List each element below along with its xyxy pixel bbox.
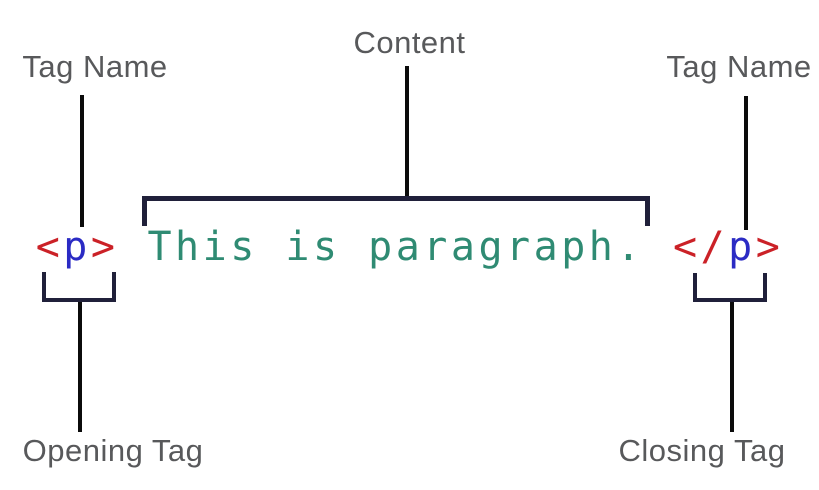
opening-tag-connector-line <box>78 302 82 432</box>
closing-tag-right-angle: > <box>755 224 784 270</box>
opening-tag-name: p <box>63 224 91 270</box>
opening-tag-label: Opening Tag <box>22 433 204 468</box>
closing-tag-name: p <box>728 224 756 270</box>
opening-tag-brace <box>42 272 116 302</box>
closing-tag-label: Closing Tag <box>618 433 786 468</box>
closing-tag-code: </p> <box>673 224 783 270</box>
closing-tag-connector-line <box>730 302 734 432</box>
opening-tag-right-angle: > <box>90 224 119 270</box>
code-sample: <p>This is paragraph.</p> <box>0 221 819 273</box>
closing-tag-left-angle-slash: </ <box>672 224 729 270</box>
opening-tag-left-angle: < <box>35 224 64 270</box>
content-brace <box>142 196 650 226</box>
tag-name-right-label: Tag Name <box>666 49 812 84</box>
tag-name-right-connector-line <box>744 96 748 230</box>
opening-tag-code: <p> <box>36 224 119 270</box>
closing-tag-brace <box>693 273 767 302</box>
content-text: This is paragraph. <box>147 224 644 270</box>
content-label: Content <box>353 25 466 60</box>
content-connector-line <box>405 66 409 197</box>
tag-name-left-connector-line <box>80 95 84 227</box>
tag-name-left-label: Tag Name <box>22 49 168 84</box>
